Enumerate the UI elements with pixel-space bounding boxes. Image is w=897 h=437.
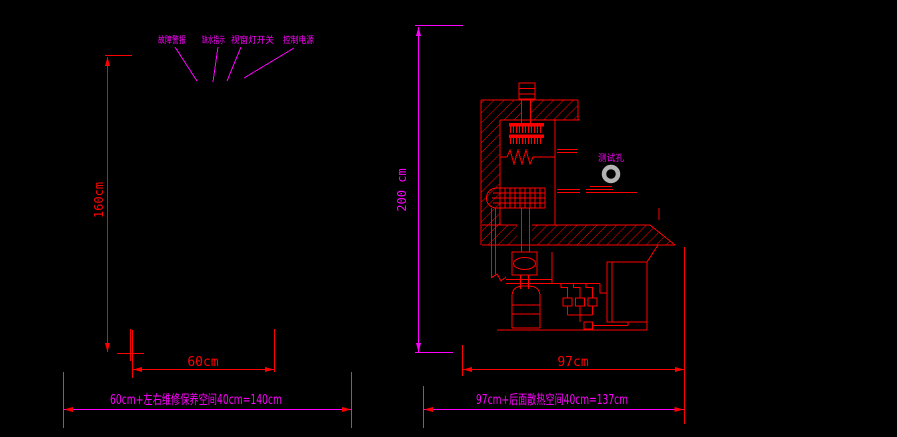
right-height-dimension — [415, 25, 463, 353]
left-width-dimension — [132, 329, 275, 378]
arrowhead — [674, 407, 684, 412]
fan-unit — [511, 208, 538, 289]
arrowhead — [675, 367, 684, 372]
arrowhead — [424, 407, 433, 412]
callout-window-light-switch: 视窗灯开关 — [231, 34, 274, 46]
machine-side-view: 测试孔 — [480, 82, 676, 331]
water-tank — [511, 285, 541, 329]
left-total-dimension: 60cm+左右维修保养空间40cm=140cm — [63, 372, 352, 428]
arrowhead — [64, 407, 73, 412]
flue-pipe — [518, 82, 536, 123]
right-view: 200 cm — [395, 25, 685, 428]
arrowhead — [416, 27, 421, 36]
control-box — [497, 208, 660, 331]
left-total-dim-text: 60cm+左右维修保养空间40cm=140cm — [110, 392, 282, 408]
arrowhead — [342, 407, 351, 412]
arrowhead — [463, 367, 472, 372]
test-hole-donut — [601, 164, 621, 184]
callout-water-shortage: 缺水指示 — [202, 34, 225, 46]
heating-element — [500, 120, 577, 225]
left-width-dim-text: 60cm — [187, 355, 218, 370]
right-width-dimension — [462, 247, 685, 424]
right-height-dim-text: 200 cm — [395, 168, 409, 211]
arrowhead — [265, 367, 274, 372]
arrowhead — [133, 367, 142, 372]
left-height-dimension — [105, 55, 144, 361]
heat-exchanger-coil — [486, 187, 546, 209]
left-height-dim-text: 160cm — [92, 182, 106, 218]
left-view: 故障警报 缺水指示 视窗灯开关 控制电源 160cm — [63, 34, 352, 428]
right-pipes — [557, 186, 637, 193]
hatched-structure — [480, 99, 676, 246]
callout-control-power: 控制电源 — [283, 34, 314, 46]
arrowhead — [105, 343, 110, 352]
arrowhead — [416, 343, 421, 352]
arrowhead — [105, 57, 110, 66]
callout-fault-alarm: 故障警报 — [158, 34, 186, 46]
test-hole-label: 测试孔 — [598, 152, 624, 164]
burner-grids — [509, 123, 544, 144]
right-width-dim-text: 97cm — [557, 355, 588, 370]
valve-group — [560, 283, 629, 330]
callout-leader-lines — [174, 46, 295, 83]
left-view-callouts: 故障警报 缺水指示 视窗灯开关 控制电源 — [158, 34, 314, 46]
right-total-dim-text: 97cm+后面散热空间40cm=137cm — [476, 393, 628, 408]
left-downpipe — [490, 208, 607, 294]
right-total-dimension: 97cm+后面散热空间40cm=137cm — [423, 386, 684, 428]
